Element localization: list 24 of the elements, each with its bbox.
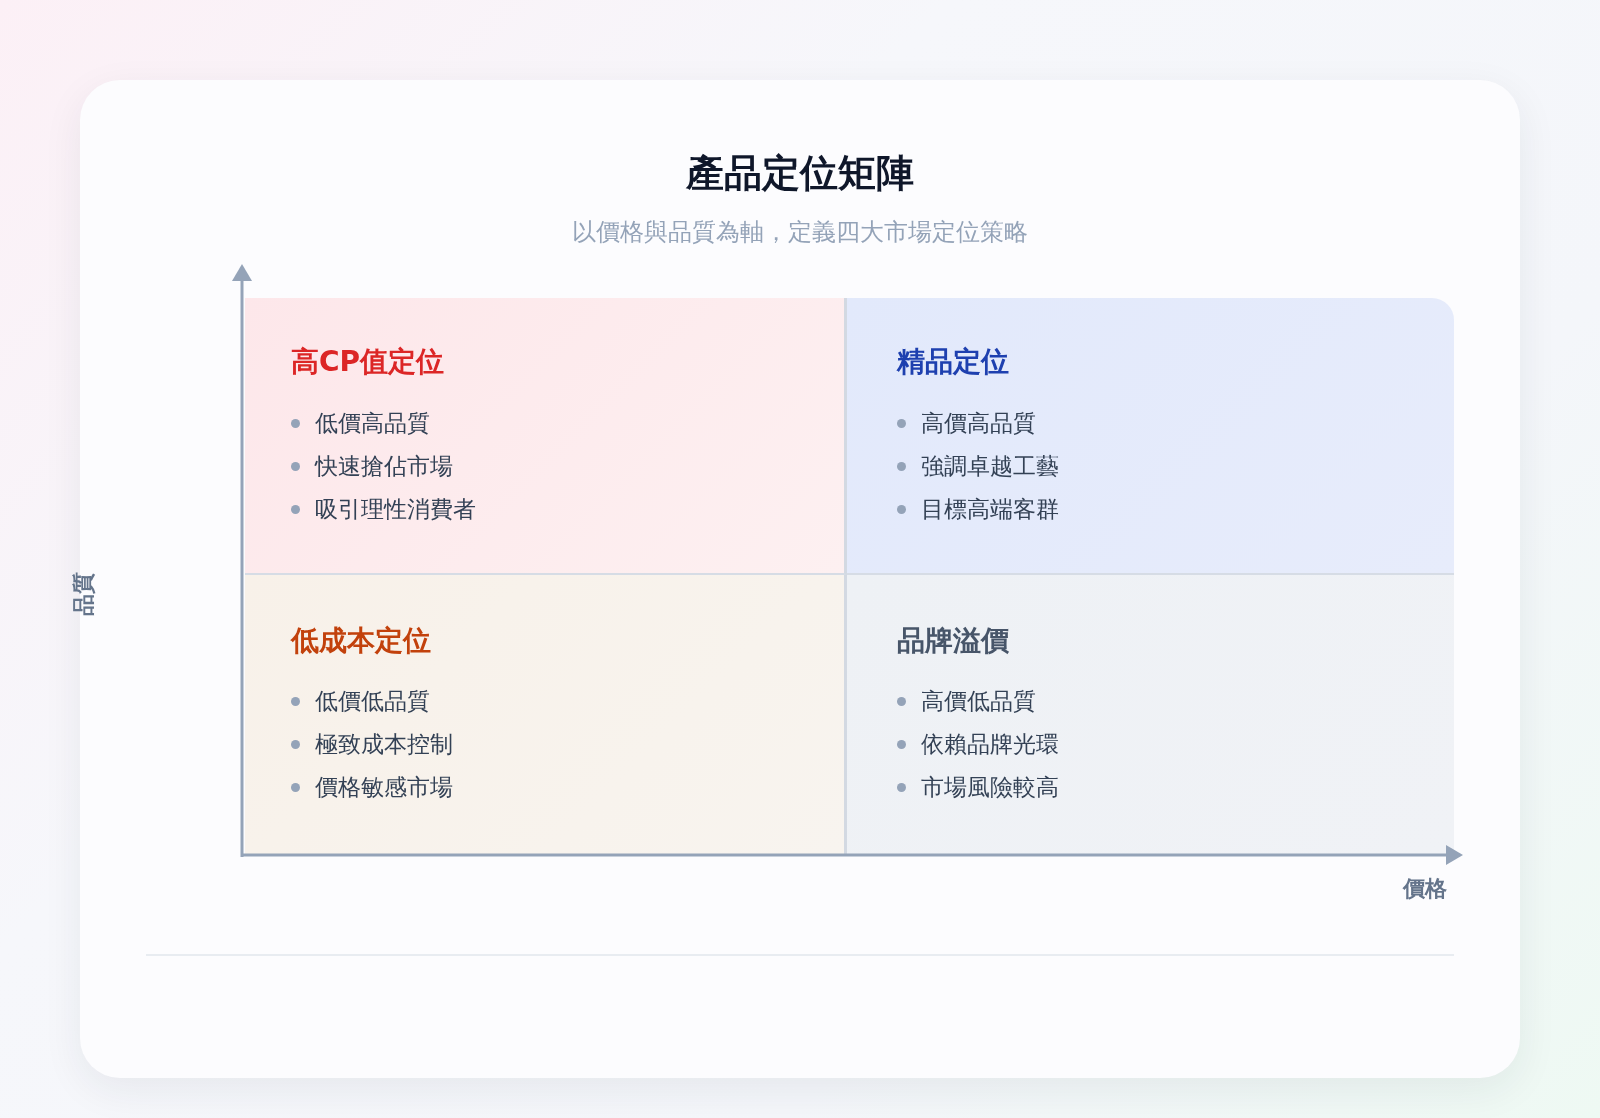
quadrant-heading: 低成本定位 bbox=[291, 624, 431, 658]
quadrant-heading: 高CP值定位 bbox=[291, 345, 445, 379]
quadrant-panel bbox=[245, 575, 847, 855]
quadrant-panel bbox=[245, 298, 847, 575]
list-item: 目標高端客群 bbox=[921, 495, 1059, 524]
axis-label: 價格 bbox=[1403, 876, 1447, 902]
quadrant-heading: 品牌溢價 bbox=[897, 624, 1009, 658]
list-item: 極致成本控制 bbox=[315, 730, 453, 759]
list-item: 高價低品質 bbox=[921, 687, 1036, 716]
list-item: 市場風險較高 bbox=[921, 773, 1059, 802]
list-item: 低價高品質 bbox=[315, 409, 430, 438]
list-item: 吸引理性消費者 bbox=[315, 495, 476, 524]
list-item: 強調卓越工藝 bbox=[921, 452, 1059, 481]
quadrant-panel bbox=[847, 575, 1454, 855]
list-item: 快速搶佔市場 bbox=[315, 452, 453, 481]
list-item: 低價低品質 bbox=[315, 687, 430, 716]
title: 產品定位矩陣 bbox=[686, 150, 914, 196]
axis-label: 品質 bbox=[71, 572, 97, 616]
list-item: 價格敏感市場 bbox=[315, 773, 453, 802]
quadrant-panel bbox=[847, 298, 1454, 575]
quadrant-heading: 精品定位 bbox=[897, 345, 1009, 379]
list-item: 依賴品牌光環 bbox=[921, 730, 1059, 759]
list-item: 高價高品質 bbox=[921, 409, 1036, 438]
subtitle: 以價格與品質為軸，定義四大市場定位策略 bbox=[572, 217, 1028, 247]
